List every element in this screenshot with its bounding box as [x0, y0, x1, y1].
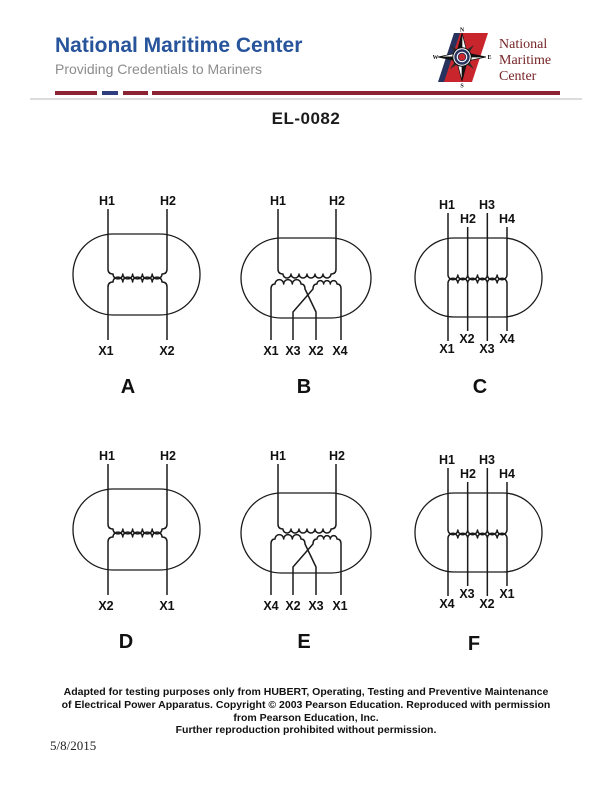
lead-label: X3: [459, 587, 474, 601]
lead-label: X4: [499, 332, 514, 346]
exhibit-number: EL-0082: [271, 109, 341, 128]
nmc-compass-logo-icon: N E S W: [433, 28, 492, 89]
lead-label: X1: [332, 599, 347, 613]
lead-label: X4: [332, 344, 347, 358]
lead-label: X1: [98, 344, 113, 358]
lead-label: H4: [499, 212, 515, 226]
diagram-f: H1 H2 H3 H4 X4 X3 X2 X1 F: [414, 453, 543, 655]
core-oval: [414, 492, 543, 573]
lead-label: X3: [308, 599, 323, 613]
diagram-d: H1 H2 X2 X1 D: [72, 449, 201, 653]
lead-label: X1: [439, 342, 454, 356]
diagram-letter: B: [297, 376, 311, 398]
compass-letter-e: E: [487, 55, 491, 61]
lead-label: H1: [270, 449, 286, 463]
diagram-letter: D: [119, 631, 133, 653]
lead-label: X2: [285, 599, 300, 613]
logo-wordmark: National Maritime Center: [499, 37, 551, 85]
primary-winding: [447, 529, 508, 536]
lead-label: H2: [329, 449, 345, 463]
seal-navy-ring: [454, 49, 470, 65]
lead-label: X4: [439, 597, 454, 611]
lead-label: H2: [160, 194, 176, 208]
diagram-letter: C: [473, 376, 487, 398]
diagram-letter: F: [468, 633, 480, 655]
logo-word-line: National: [499, 37, 548, 52]
secondary-winding-left: [270, 533, 317, 595]
primary-winding: [107, 209, 168, 280]
copyright-line: from Pearson Education, Inc.: [233, 711, 379, 724]
print-date: 5/8/2015: [50, 738, 97, 753]
diagram-a: H1 H2 X1 X2 A: [72, 194, 201, 398]
lead-label: X2: [479, 597, 494, 611]
copyright-line: Adapted for testing purposes only from H…: [63, 686, 549, 698]
primary-leads: [447, 468, 508, 530]
header-subtitle: Providing Credentials to Mariners: [55, 61, 262, 77]
lead-label: H1: [439, 453, 455, 467]
diagram-c: H1 H2 H3 H4 X1 X2 X3 X4 C: [414, 198, 543, 398]
core-oval: [240, 492, 372, 574]
diagram-letter: E: [297, 631, 310, 653]
lead-label: X1: [263, 344, 278, 358]
lead-label: H1: [99, 194, 115, 208]
lead-label: H1: [439, 198, 455, 212]
core-oval: [72, 233, 201, 316]
lead-label: X2: [459, 332, 474, 346]
copyright-line: Further reproduction prohibited without …: [175, 724, 437, 737]
primary-winding: [277, 209, 337, 279]
lead-label: H2: [160, 449, 176, 463]
lead-label: H2: [460, 212, 476, 226]
compass-letter-w: W: [433, 55, 439, 61]
lead-label: X1: [159, 599, 174, 613]
secondary-winding: [107, 276, 168, 340]
core-oval: [414, 237, 543, 318]
lead-label: X1: [499, 587, 514, 601]
copyright-line: of Electrical Power Apparatus. Copyright…: [61, 698, 551, 711]
secondary-winding-right: [292, 280, 342, 340]
copyright-notice: Adapted for testing purposes only from H…: [0, 686, 612, 737]
secondary-winding: [447, 532, 508, 539]
lead-label: H3: [479, 198, 495, 212]
diagram-b: H1 H2 X1 X3 X2 X4 B: [240, 194, 372, 398]
secondary-winding: [447, 277, 508, 284]
logo-word-line: Maritime: [499, 53, 552, 68]
lead-label: H3: [479, 453, 495, 467]
diagram-letter: A: [121, 376, 135, 398]
secondary-leads: [447, 283, 508, 341]
primary-winding: [107, 464, 168, 535]
compass-letter-s: S: [460, 84, 464, 89]
compass-letter-n: N: [460, 28, 465, 34]
secondary-leads: [447, 538, 508, 596]
lead-label: H1: [270, 194, 286, 208]
seal-red-core: [457, 52, 467, 62]
core-oval: [72, 488, 201, 571]
lead-label: H2: [460, 467, 476, 481]
secondary-winding-right: [292, 535, 342, 595]
lead-label: X2: [308, 344, 323, 358]
core-oval: [240, 237, 372, 319]
diagram-e: H1 H2 X4 X2 X3 X1 E: [240, 449, 372, 653]
lead-label: H2: [329, 194, 345, 208]
primary-winding: [447, 274, 508, 281]
lead-label: X2: [159, 344, 174, 358]
logo-word-line: Center: [499, 69, 537, 84]
lead-label: X3: [285, 344, 300, 358]
lead-label: H1: [99, 449, 115, 463]
header-shadow-line: [30, 98, 582, 100]
header-divider: [55, 91, 560, 95]
primary-leads: [447, 213, 508, 275]
lead-label: X3: [479, 342, 494, 356]
secondary-winding-left: [270, 278, 317, 340]
lead-label: H4: [499, 467, 515, 481]
secondary-winding: [107, 531, 168, 595]
primary-winding: [277, 464, 337, 534]
lead-label: X2: [98, 599, 113, 613]
page-title: National Maritime Center: [55, 34, 303, 57]
lead-label: X4: [263, 599, 278, 613]
